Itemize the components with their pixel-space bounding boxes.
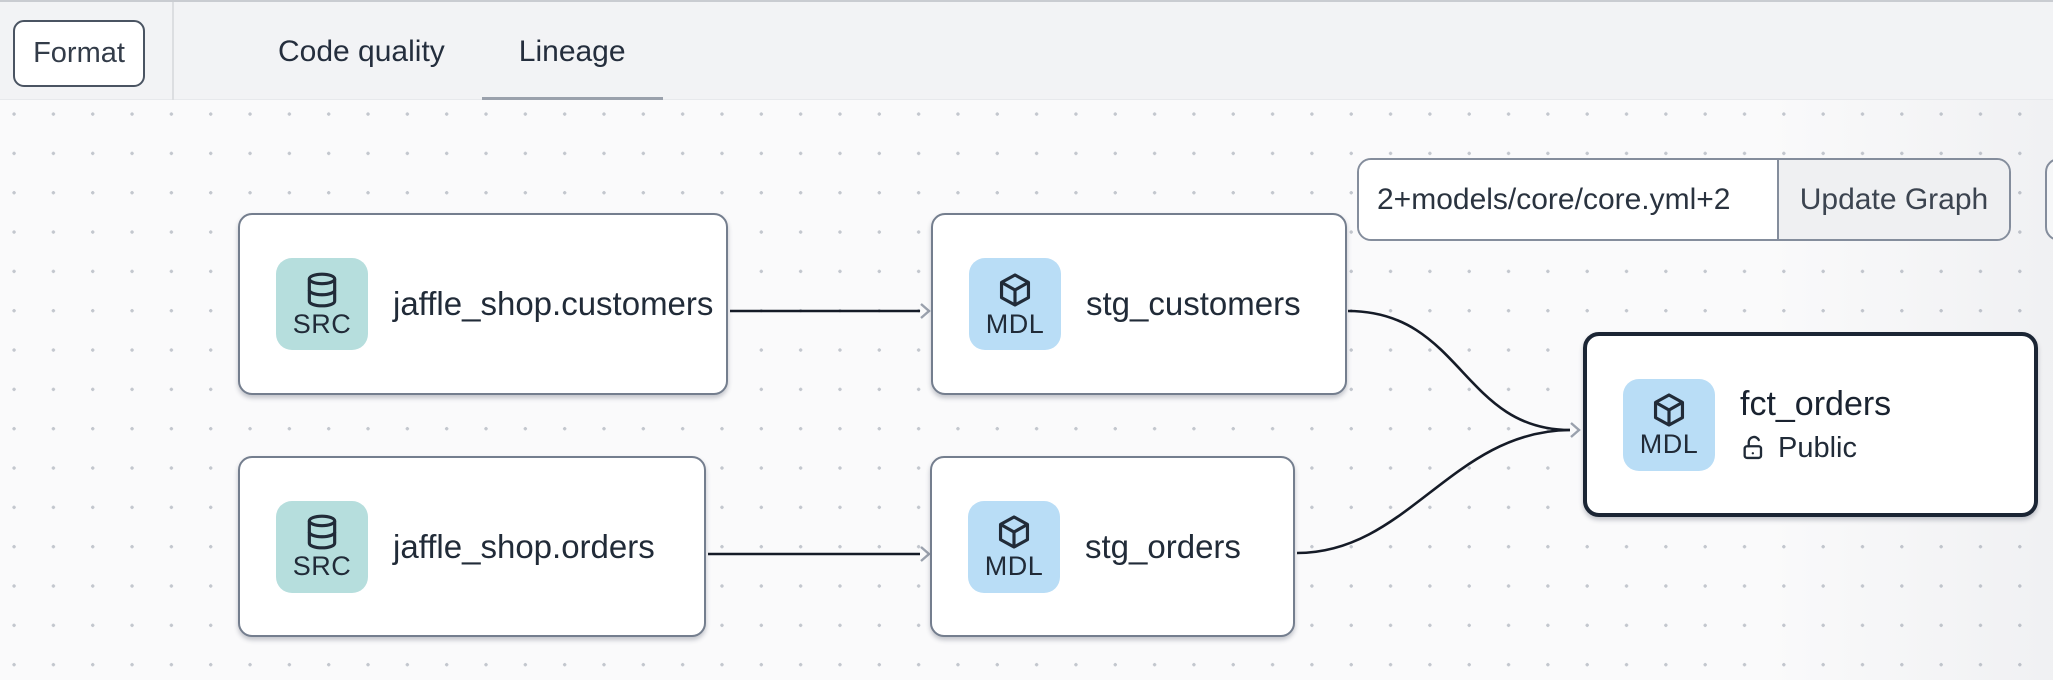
- node-label: jaffle_shop.customers: [393, 285, 714, 322]
- model-badge: MDL: [969, 258, 1061, 350]
- format-button[interactable]: Format: [13, 20, 145, 87]
- update-graph-button[interactable]: Update Graph: [1777, 160, 2009, 239]
- node-model-stg-orders[interactable]: MDL stg_orders: [930, 456, 1295, 637]
- cube-icon: [996, 271, 1034, 309]
- node-source-jaffle-shop-orders[interactable]: SRC jaffle_shop.orders: [238, 456, 706, 637]
- access-row: Public: [1740, 432, 1891, 465]
- badge-label: MDL: [985, 308, 1045, 339]
- node-source-jaffle-shop-customers[interactable]: SRC jaffle_shop.customers: [238, 213, 728, 395]
- node-label: jaffle_shop.orders: [393, 527, 655, 565]
- model-badge: MDL: [1623, 378, 1715, 471]
- node-label: stg_orders: [1085, 527, 1241, 565]
- node-label: stg_customers: [1086, 285, 1301, 322]
- header-divider: [172, 2, 174, 101]
- toolbar-header: Format Code quality Lineage: [0, 0, 2053, 102]
- badge-label: SRC: [292, 551, 352, 581]
- cube-icon: [1650, 391, 1688, 429]
- badge-label: SRC: [292, 308, 352, 339]
- badge-label: MDL: [1639, 429, 1699, 459]
- cube-icon: [995, 513, 1033, 551]
- access-label: Public: [1778, 431, 1857, 464]
- tab-bar: Code quality Lineage: [241, 2, 663, 102]
- source-badge: SRC: [276, 500, 368, 593]
- lock-open-icon: [1740, 434, 1768, 462]
- tab-lineage[interactable]: Lineage: [481, 2, 663, 102]
- node-label: fct_orders: [1740, 384, 1892, 423]
- database-icon: [303, 513, 341, 551]
- selector-input[interactable]: [1359, 160, 1777, 239]
- badge-label: MDL: [984, 551, 1044, 581]
- model-badge: MDL: [968, 500, 1060, 593]
- node-model-stg-customers[interactable]: MDL stg_customers: [931, 213, 1347, 395]
- tab-code-quality[interactable]: Code quality: [278, 35, 445, 68]
- node-model-fct-orders[interactable]: MDL fct_orders Public: [1583, 332, 2038, 517]
- source-badge: SRC: [276, 258, 368, 350]
- partial-button-right-edge[interactable]: [2045, 158, 2053, 241]
- database-icon: [303, 271, 341, 309]
- graph-selector-group: Update Graph: [1357, 158, 2011, 241]
